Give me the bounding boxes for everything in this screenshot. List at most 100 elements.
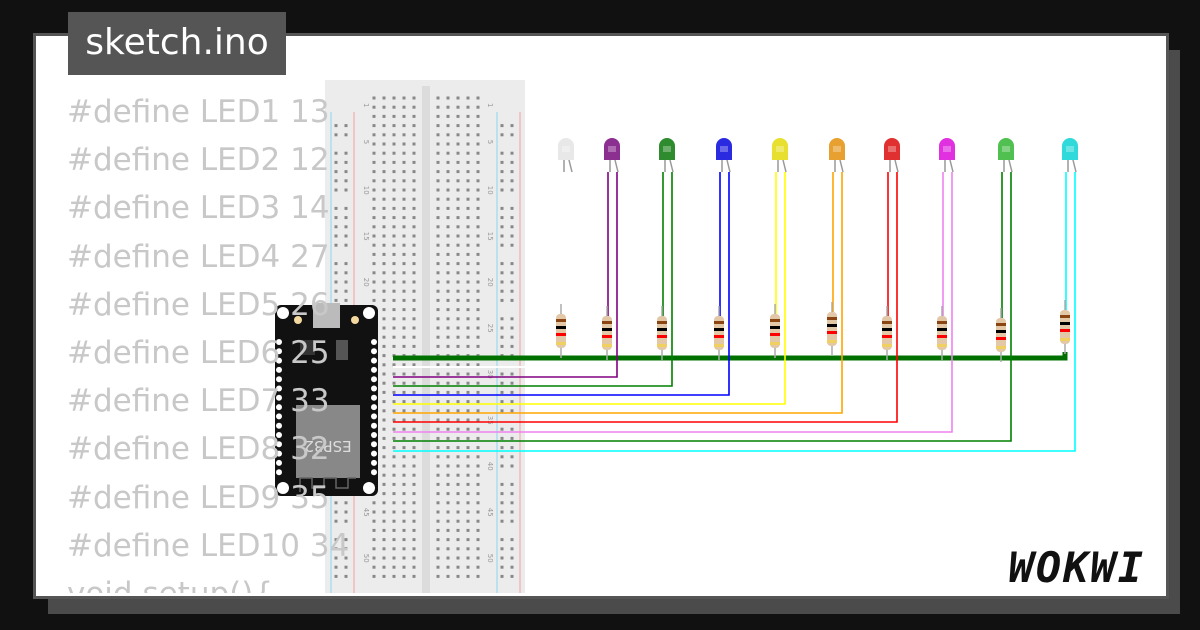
breadboard-hole xyxy=(510,510,514,514)
breadboard-hole xyxy=(382,151,386,155)
breadboard-hole xyxy=(344,510,348,514)
breadboard-row-number: 20 xyxy=(362,278,370,287)
breadboard-hole xyxy=(344,556,348,560)
breadboard-hole xyxy=(344,206,348,210)
breadboard-hole xyxy=(500,317,504,321)
breadboard-hole xyxy=(476,188,480,192)
breadboard-hole xyxy=(392,538,396,542)
led-signal-wire xyxy=(393,172,843,414)
breadboard-hole xyxy=(412,436,416,440)
breadboard-hole xyxy=(382,427,386,431)
breadboard-hole xyxy=(402,519,406,523)
breadboard-hole xyxy=(392,335,396,339)
breadboard-hole xyxy=(466,510,470,514)
breadboard-hole xyxy=(402,528,406,532)
breadboard-hole xyxy=(392,243,396,247)
breadboard-hole xyxy=(510,317,514,321)
breadboard-hole xyxy=(446,243,450,247)
breadboard-hole xyxy=(412,160,416,164)
led-signal-wire xyxy=(393,172,786,405)
resistor-band xyxy=(1060,315,1070,318)
breadboard-hole xyxy=(382,528,386,532)
breadboard-hole xyxy=(510,234,514,238)
breadboard-hole xyxy=(436,225,440,229)
breadboard-hole xyxy=(476,298,480,302)
breadboard-hole xyxy=(456,473,460,477)
led-body xyxy=(884,138,900,160)
led-body xyxy=(716,138,732,160)
breadboard-hole xyxy=(476,400,480,404)
breadboard-hole xyxy=(412,372,416,376)
esp32-pin xyxy=(276,394,282,401)
led-5 xyxy=(393,138,788,405)
breadboard-hole xyxy=(466,455,470,459)
resistor-band xyxy=(937,344,947,347)
breadboard-hole xyxy=(402,96,406,100)
breadboard-hole xyxy=(446,170,450,174)
breadboard-hole xyxy=(446,565,450,569)
breadboard-hole xyxy=(402,446,406,450)
breadboard-hole xyxy=(446,298,450,302)
breadboard-hole xyxy=(446,197,450,201)
breadboard-hole xyxy=(456,390,460,394)
sketch-title: sketch.ino xyxy=(68,12,286,75)
breadboard-hole xyxy=(344,280,348,284)
breadboard-hole xyxy=(402,197,406,201)
breadboard-hole xyxy=(382,133,386,137)
breadboard-hole xyxy=(402,271,406,275)
breadboard-hole xyxy=(382,234,386,238)
breadboard-hole xyxy=(412,556,416,560)
breadboard-hole xyxy=(392,519,396,523)
breadboard-hole xyxy=(402,436,406,440)
breadboard-hole xyxy=(500,492,504,496)
breadboard-hole xyxy=(436,538,440,542)
breadboard-hole xyxy=(446,381,450,385)
breadboard-hole xyxy=(456,133,460,137)
breadboard-hole xyxy=(402,234,406,238)
breadboard-hole xyxy=(402,400,406,404)
esp32-pin xyxy=(371,432,377,438)
breadboard-hole xyxy=(372,114,376,118)
led-body xyxy=(659,138,675,160)
resistor-body xyxy=(657,316,667,350)
breadboard-hole xyxy=(436,482,440,486)
breadboard-hole xyxy=(402,556,406,560)
breadboard-hole xyxy=(510,151,514,155)
breadboard-hole xyxy=(510,280,514,284)
esp32-pin xyxy=(371,394,377,401)
breadboard-hole xyxy=(446,574,450,578)
breadboard-hole xyxy=(436,160,440,164)
resistor-body xyxy=(556,314,566,348)
breadboard-hole xyxy=(476,105,480,109)
resistor-band xyxy=(882,328,892,331)
breadboard-hole xyxy=(372,105,376,109)
breadboard-hole xyxy=(392,317,396,321)
breadboard-hole xyxy=(382,317,386,321)
breadboard-hole xyxy=(456,528,460,532)
breadboard-hole xyxy=(446,344,450,348)
antenna-trace xyxy=(299,477,356,492)
breadboard-hole xyxy=(344,289,348,293)
led-6 xyxy=(393,138,845,414)
breadboard-hole xyxy=(436,114,440,118)
breadboard-hole xyxy=(412,179,416,183)
breadboard-hole xyxy=(446,105,450,109)
breadboard-hole xyxy=(456,308,460,312)
breadboard-hole xyxy=(412,473,416,477)
breadboard-hole xyxy=(500,565,504,569)
breadboard-hole xyxy=(456,326,460,330)
breadboard-hole xyxy=(500,262,504,266)
breadboard-hole xyxy=(446,519,450,523)
resistor-band xyxy=(937,328,947,331)
breadboard-hole xyxy=(436,574,440,578)
esp32-label: ESP32 xyxy=(304,437,351,455)
breadboard-hole xyxy=(446,473,450,477)
esp32-pin xyxy=(371,450,377,457)
breadboard-hole xyxy=(476,271,480,275)
breadboard-row-number: 40 xyxy=(486,462,494,471)
breadboard-hole xyxy=(392,197,396,201)
breadboard-hole xyxy=(510,262,514,266)
esp32-pin xyxy=(371,404,377,411)
breadboard-hole xyxy=(466,142,470,146)
led-body xyxy=(1062,138,1078,160)
